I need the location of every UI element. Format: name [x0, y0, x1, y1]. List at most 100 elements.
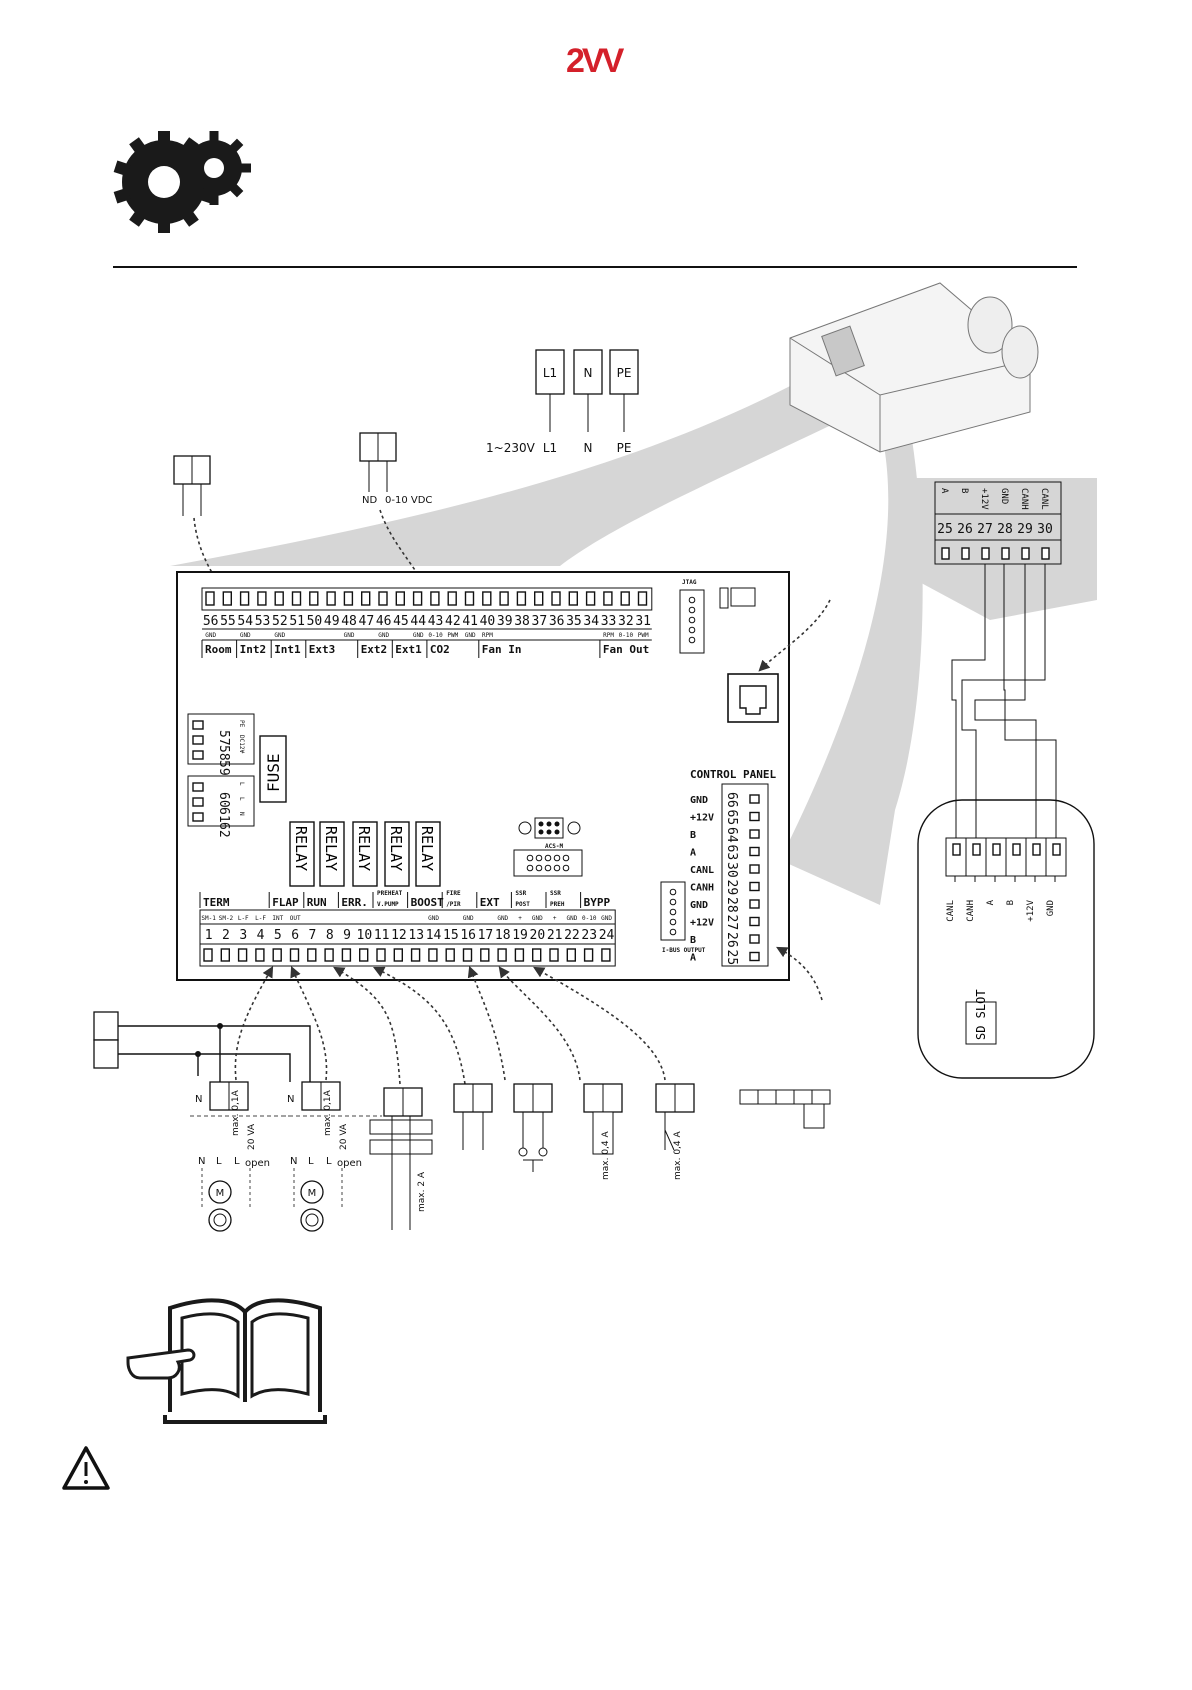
- manual-book-icon: [126, 1298, 327, 1424]
- terminal-screw: [239, 591, 250, 606]
- terminal-screw: [309, 591, 319, 606]
- bypass-terminal: [739, 1089, 831, 1105]
- gear-tooth: [184, 138, 201, 155]
- bottom-group-label: POST: [515, 901, 530, 908]
- terminal-screw: [324, 948, 334, 962]
- ibus-pin: [669, 888, 677, 896]
- top-terminal-sub: GND: [344, 632, 355, 639]
- bottom-terminal-sub: GND: [601, 915, 612, 922]
- acs-connector: ACS-M: [513, 817, 583, 877]
- bottom-terminal-number: 16: [460, 928, 476, 943]
- top-terminal-strip: [201, 587, 653, 611]
- terminal-screw: [534, 591, 544, 606]
- bottom-terminal-number: 5: [274, 928, 282, 943]
- top-group-label: Ext2: [361, 643, 388, 656]
- bottom-terminal-number: 4: [257, 928, 265, 943]
- can-wire: [1003, 564, 1057, 838]
- terminal-screw: [326, 591, 336, 606]
- power-wire: [118, 1053, 291, 1082]
- bottom-terminal-number: 6: [291, 928, 299, 943]
- terminal-screw: [482, 591, 492, 606]
- terminal-screw: [499, 591, 509, 606]
- gear-tooth: [177, 163, 191, 173]
- control-panel-label: +12V: [690, 813, 714, 824]
- gear-tooth: [209, 131, 219, 145]
- bottom-terminal-sub: SM-2: [219, 915, 234, 922]
- top-terminal-number: 31: [635, 614, 651, 629]
- control-panel-number: 30: [724, 862, 739, 878]
- bottom-terminal-number: 13: [408, 928, 424, 943]
- acs-pin: [562, 864, 570, 872]
- top-terminal-number: 55: [220, 614, 236, 629]
- top-terminal-sub: PWM: [447, 632, 458, 639]
- terminal-screw: [1032, 843, 1041, 856]
- bottom-terminal-number: 15: [443, 928, 459, 943]
- top-terminal-sub: RPM: [603, 632, 614, 639]
- terminal-screw: [289, 948, 300, 962]
- terminal-screw: [255, 948, 265, 962]
- terminal-screw: [749, 846, 760, 857]
- bottom-terminal-sub: +: [553, 915, 557, 922]
- top-terminal-sub: GND: [240, 632, 251, 639]
- can-wire: [961, 564, 1046, 838]
- can-wires: [951, 564, 1057, 838]
- control-panel-label: +12V: [690, 918, 714, 929]
- panel-terminal-label: B: [1006, 900, 1016, 905]
- unit-funnel-shading: [170, 370, 862, 566]
- actuator-open-label: open: [245, 1158, 270, 1169]
- actuator-n-label: N: [287, 1094, 294, 1105]
- terminal-screw: [749, 934, 760, 944]
- terminal-screw: [583, 948, 594, 962]
- bottom-terminal-number: 14: [426, 928, 442, 943]
- bottom-terminal-number: 3: [239, 928, 247, 943]
- terminal-screw: [749, 951, 760, 962]
- terminal-screw: [192, 720, 204, 730]
- connection-arrow: [467, 965, 506, 1081]
- top-terminal-number: 45: [393, 614, 409, 629]
- acs-header-pin: [538, 829, 544, 835]
- terminal-screw: [1041, 547, 1050, 560]
- bottom-group-label: BOOST: [411, 896, 444, 909]
- can-block-label: CANH: [1019, 488, 1029, 510]
- gear-tooth: [227, 181, 244, 198]
- control-panel-label: A: [690, 848, 696, 859]
- gear-tooth: [113, 160, 131, 177]
- actuator-va-label: 20 VA: [247, 1123, 257, 1150]
- can-block-label: CANL: [1039, 488, 1049, 510]
- control-panel-number: 29: [724, 880, 739, 896]
- control-panel-number: 66: [724, 792, 739, 808]
- acs-label: ACS-M: [545, 843, 563, 850]
- bottom-terminal-number: 2: [222, 928, 230, 943]
- power-wire-label: N: [584, 441, 593, 455]
- terminal-screw: [1001, 547, 1010, 560]
- top-terminal-number: 53: [255, 614, 271, 629]
- motor-symbol: [300, 1180, 324, 1204]
- relay: [384, 821, 410, 887]
- control-arrow: [776, 946, 823, 1001]
- terminal-screw: [412, 591, 423, 606]
- bottom-group-label: SSR: [550, 890, 561, 897]
- terminal-screw: [952, 843, 961, 856]
- ibus-label: I-BUS OUTPUT: [662, 947, 706, 954]
- bottom-group-label: ERR.: [341, 896, 368, 909]
- control-panel-label: B: [690, 830, 696, 841]
- power-terminal-box: [609, 349, 639, 395]
- actuator-rating-label: max. 0,1A: [231, 1089, 241, 1136]
- pump-symbol: [369, 1139, 433, 1155]
- bottom-terminal-number: 7: [309, 928, 317, 943]
- motor-label: M: [308, 1188, 317, 1199]
- control-panel-title: CONTROL PANEL: [690, 768, 776, 781]
- terminal-screw: [222, 591, 233, 606]
- bottom-terminal-number: 9: [343, 928, 351, 943]
- gear-tooth: [184, 181, 201, 198]
- relay: [352, 821, 378, 887]
- top-terminal-number: 49: [324, 614, 340, 629]
- top-group-label: Ext3: [309, 643, 336, 656]
- power-terminal-label: PE: [617, 366, 632, 380]
- terminal-screw: [941, 547, 950, 560]
- acs-header-pin: [546, 821, 552, 827]
- relay-label: RELAY: [322, 826, 340, 871]
- bottom-group-label: BYPP: [584, 896, 611, 909]
- terminal-screw: [341, 948, 352, 962]
